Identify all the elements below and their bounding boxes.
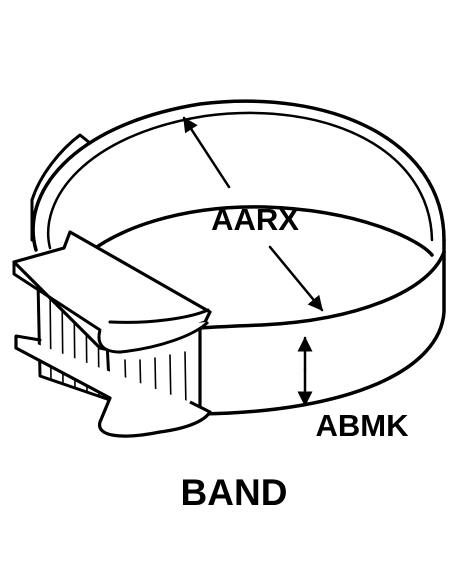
dimension-aarx-arrow [182,116,324,312]
dimension-label-aarx: AARX [211,202,299,237]
band-buckle [12,230,212,438]
dimension-label-abmk: ABMK [316,408,410,443]
figure-title: BAND [181,472,288,513]
